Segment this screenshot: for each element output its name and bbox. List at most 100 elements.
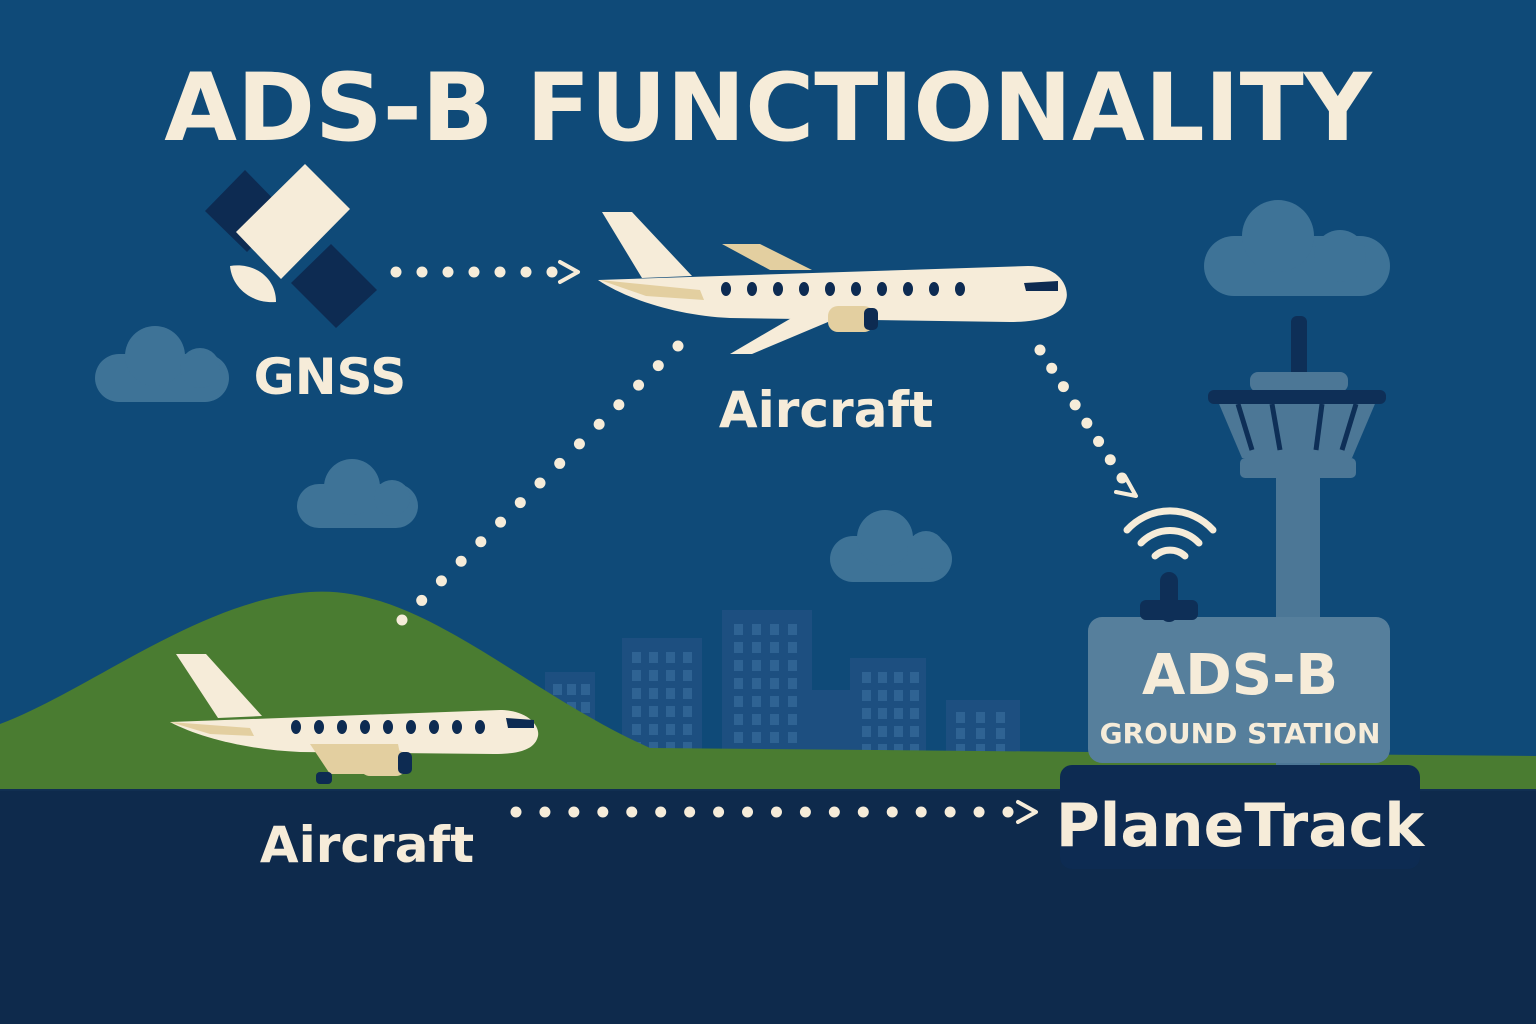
window [475, 720, 485, 734]
building-window [878, 726, 887, 737]
building-window [996, 712, 1005, 723]
signal-dot [1046, 362, 1058, 374]
building-window [752, 660, 761, 671]
building-window [632, 670, 641, 681]
building-window [770, 714, 779, 725]
building-window [666, 652, 675, 663]
building-window [956, 728, 965, 739]
signal-dot [684, 806, 696, 818]
signal-dot [1002, 806, 1014, 818]
signal-dot [1093, 435, 1105, 447]
building-window [770, 732, 779, 743]
clouds [95, 200, 1390, 582]
signal-dot [713, 806, 725, 818]
signal-dot [1116, 472, 1128, 484]
building-window [734, 732, 743, 743]
building-window [894, 690, 903, 701]
signal-dot [973, 806, 985, 818]
building-window [752, 642, 761, 653]
window [452, 720, 462, 734]
building-window [910, 708, 919, 719]
window [929, 282, 939, 296]
signal-dot [944, 806, 956, 818]
signal-dot [495, 516, 507, 528]
airplane-icon [170, 654, 539, 784]
planetrack-label: PlaneTrack [1056, 791, 1426, 861]
signal-dot [573, 438, 585, 450]
window [337, 720, 347, 734]
cloud-icon [95, 326, 229, 402]
building-window [632, 706, 641, 717]
signal-dot [593, 418, 605, 430]
signal-dot [613, 399, 625, 411]
building-window [649, 652, 658, 663]
building-window [734, 678, 743, 689]
signal-dot [1104, 454, 1116, 466]
building-window [649, 670, 658, 681]
building-window [666, 688, 675, 699]
signal-paths [390, 266, 1128, 818]
signal-dot [828, 806, 840, 818]
building-window [770, 696, 779, 707]
signal-dot [597, 806, 609, 818]
signal-dot [468, 266, 480, 278]
wifi-signal-icon [1123, 507, 1217, 560]
window [747, 282, 757, 296]
building-window [788, 642, 797, 653]
ground-station-subtitle: GROUND STATION [1100, 717, 1381, 750]
signal-dot [1034, 344, 1046, 356]
building-window [788, 678, 797, 689]
building-window [996, 744, 1005, 755]
building-window [734, 660, 743, 671]
building-window [878, 690, 887, 701]
building-window [553, 684, 562, 695]
cloud-icon [297, 459, 418, 528]
window [291, 720, 301, 734]
signal-dot [1069, 399, 1081, 411]
building-window [752, 732, 761, 743]
building-window [649, 706, 658, 717]
building-window [788, 696, 797, 707]
window [360, 720, 370, 734]
building-window [683, 688, 692, 699]
building-window [894, 708, 903, 719]
building-window [996, 728, 1005, 739]
building-window [862, 744, 871, 755]
building-window [788, 732, 797, 743]
building-window [734, 714, 743, 725]
building-window [683, 670, 692, 681]
building-window [567, 684, 576, 695]
building-window [788, 660, 797, 671]
building-window [734, 642, 743, 653]
building-window [956, 744, 965, 755]
building-window [632, 724, 641, 735]
building-window [666, 724, 675, 735]
building-window [770, 642, 779, 653]
aircraft-ground-label: Aircraft [260, 816, 474, 874]
building-window [910, 744, 919, 755]
signal-dot [475, 536, 487, 548]
building-window [910, 672, 919, 683]
signal-dot [435, 575, 447, 587]
building-window [976, 744, 985, 755]
building-window [956, 712, 965, 723]
building-window [683, 652, 692, 663]
signal-dot [416, 266, 428, 278]
building-window [894, 744, 903, 755]
building-window [788, 624, 797, 635]
building-window [788, 714, 797, 725]
arrowheads [558, 260, 1138, 824]
signal-dot [442, 266, 454, 278]
building-window [649, 742, 658, 753]
gnss-label: GNSS [254, 348, 407, 406]
page-title: ADS-B FUNCTIONALITY [164, 54, 1372, 163]
building-window [862, 726, 871, 737]
building-window [734, 624, 743, 635]
window [955, 282, 965, 296]
building-window [683, 724, 692, 735]
building-window [862, 672, 871, 683]
building-window [649, 724, 658, 735]
signal-dot [534, 477, 546, 489]
building-window [878, 744, 887, 755]
window [406, 720, 416, 734]
